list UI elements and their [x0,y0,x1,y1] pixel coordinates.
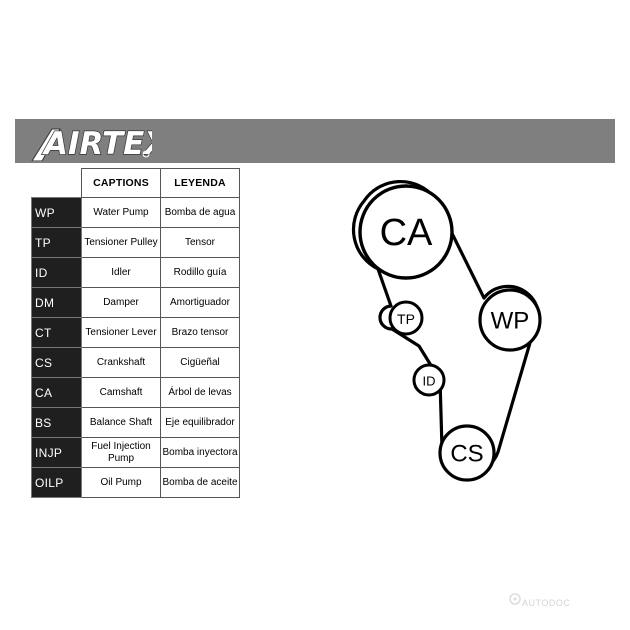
legend-leyenda: Rodillo guía [160,257,240,288]
pulley-label-id: ID [423,374,436,389]
legend-code: CT [31,317,82,348]
legend-code: BS [31,407,82,438]
legend-caption: Fuel Injection Pump [81,437,161,468]
pulley-tp: TP [388,300,424,336]
legend-row: OILP Oil Pump Bomba de aceite [31,467,240,498]
legend-row: TP Tensioner Pulley Tensor [31,227,240,258]
legend-code: OILP [31,467,82,498]
watermark-icon [509,593,521,605]
legend-caption: Water Pump [81,197,161,228]
pulley-ca: CA [358,184,454,280]
legend-code: INJP [31,437,82,468]
legend-caption: Tensioner Lever [81,317,161,348]
legend-caption: Crankshaft [81,347,161,378]
legend-code: WP [31,197,82,228]
logo-text: AIRTEX [41,126,152,161]
legend-leyenda: Eje equilibrador [160,407,240,438]
legend-leyenda: Tensor [160,227,240,258]
pulley-label-cs: CS [450,441,483,468]
pulley-wp: WP [478,288,542,352]
pulley-id: ID [412,363,446,397]
idler-pulley [412,363,446,397]
crankshaft-pulley [438,424,496,482]
header-banner [15,119,615,163]
legend-row: BS Balance Shaft Eje equilibrador [31,407,240,438]
pulley-label-tp: TP [397,311,415,327]
legend-row: CT Tensioner Lever Brazo tensor [31,317,240,348]
legend-row: INJP Fuel Injection Pump Bomba inyectora [31,437,240,468]
legend-row: WP Water Pump Bomba de agua [31,197,240,228]
pulley-cs: CS [438,424,496,482]
legend-row: ID Idler Rodillo guía [31,257,240,288]
legend-leyenda: Bomba de agua [160,197,240,228]
camshaft-pulley [358,184,454,280]
pulley-label-wp: WP [491,308,530,335]
tensioner-pulley [388,300,424,336]
legend-code: DM [31,287,82,318]
pulley-label-ca: CA [380,212,433,254]
water-pump-pulley [478,288,542,352]
legend-leyenda: Cigüeñal [160,347,240,378]
legend-leyenda: Bomba de aceite [160,467,240,498]
airtex-logo: AIRTEX [31,125,152,161]
legend-table: CAPTIONS LEYENDA WP Water Pump Bomba de … [31,168,240,498]
legend-header-leyenda: LEYENDA [160,168,240,198]
legend-row: DM Damper Amortiguador [31,287,240,318]
legend-code: TP [31,227,82,258]
watermark-text: AUTODOC [522,598,571,608]
